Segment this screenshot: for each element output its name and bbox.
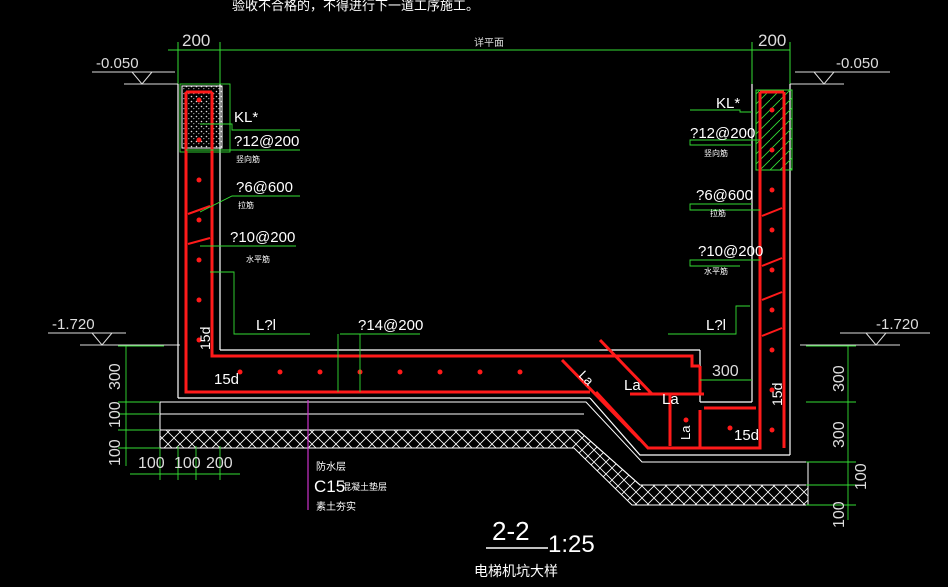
left-dim-v-300: 300 — [107, 363, 124, 390]
layer-waterproof: 防水层 — [316, 460, 346, 473]
left-horizontal-bar-sub: 水平筋 — [246, 254, 270, 264]
top-dim-left: 200 — [182, 31, 210, 50]
top-dimension — [168, 42, 791, 90]
right-anchor-15d-vertical: 15d — [769, 383, 785, 406]
header-note: 验收不合格的，不得进行下一道工序施工。 — [232, 0, 479, 14]
left-dim-h-100b: 100 — [174, 455, 201, 472]
left-vertical-bar-sub: 竖向筋 — [236, 154, 260, 164]
left-beam-label: KL* — [234, 109, 258, 126]
right-lap: L?l — [706, 317, 726, 334]
right-beam-label: KL* — [716, 95, 740, 112]
left-vertical-dimensions — [118, 345, 164, 466]
right-beam-kl — [755, 89, 793, 171]
elevation-top-left: -0.050 — [96, 55, 139, 72]
right-la-2: La — [624, 377, 641, 394]
right-vertical-bar-sub: 竖向筋 — [704, 148, 728, 158]
top-centre-label: 详平面 — [474, 36, 504, 49]
left-beam-kl — [181, 85, 223, 149]
left-dim-v-100a: 100 — [107, 401, 124, 428]
elevation-marker-top-right — [790, 71, 890, 85]
left-dim-v-100b: 100 — [107, 439, 124, 466]
leaders — [186, 109, 760, 392]
compacted-soil-hatch — [159, 429, 809, 506]
section-scale: 1:25 — [548, 531, 595, 558]
right-dim-v-100b: 100 — [831, 501, 848, 528]
right-tie-bar-sub: 拉筋 — [710, 208, 726, 218]
left-dim-h-100a: 100 — [138, 455, 165, 472]
right-tie-bar: ?6@600 — [696, 187, 753, 204]
right-dim-v-300a: 300 — [831, 365, 848, 392]
right-anchor-15d: 15d — [734, 427, 759, 444]
right-la-4: La — [678, 425, 693, 440]
section-name: 电梯机坑大样 — [474, 564, 558, 580]
left-horizontal-dimensions — [130, 446, 240, 480]
right-dim-v-300b: 300 — [831, 421, 848, 448]
elevation-marker-top-left — [92, 71, 178, 85]
left-vertical-bar: ?12@200 — [234, 133, 299, 150]
elevation-marker-mid-right — [800, 332, 930, 346]
tie-bars — [187, 205, 783, 337]
left-horizontal-bar: ?10@200 — [230, 229, 295, 246]
right-vertical-dimensions — [806, 345, 856, 520]
slab-bar: ?14@200 — [358, 317, 423, 334]
left-beam-outline — [179, 83, 231, 153]
rebar-dots — [196, 97, 775, 433]
layer-base: 素土夯实 — [316, 500, 356, 513]
left-tie-bar-sub: 拉筋 — [238, 200, 254, 210]
left-anchor-15d: 15d — [214, 371, 239, 388]
right-la-1: La — [576, 368, 597, 389]
layer-grade: C15 — [314, 477, 345, 496]
left-anchor-15d-vertical: 15d — [197, 327, 213, 350]
elevation-mid-left: -1.720 — [52, 316, 95, 333]
right-dim-300: 300 — [712, 363, 739, 380]
left-lap: L?l — [256, 317, 276, 334]
right-horizontal-bar-sub: 水平筋 — [704, 266, 728, 276]
right-la-3: La — [662, 391, 679, 408]
elevation-marker-mid-left — [48, 332, 180, 346]
right-vertical-bar: ?12@200 — [690, 125, 755, 142]
right-dim-v-100a: 100 — [853, 463, 870, 490]
left-tie-bar: ?6@600 — [236, 179, 293, 196]
elevation-mid-right: -1.720 — [876, 316, 919, 333]
layer-cushion: 混凝土垫层 — [342, 481, 387, 493]
top-dim-right: 200 — [758, 31, 786, 50]
elevation-top-right: -0.050 — [836, 55, 879, 72]
section-id: 2-2 — [492, 516, 530, 546]
left-dim-h-200: 200 — [206, 455, 233, 472]
right-horizontal-bar: ?10@200 — [698, 243, 763, 260]
